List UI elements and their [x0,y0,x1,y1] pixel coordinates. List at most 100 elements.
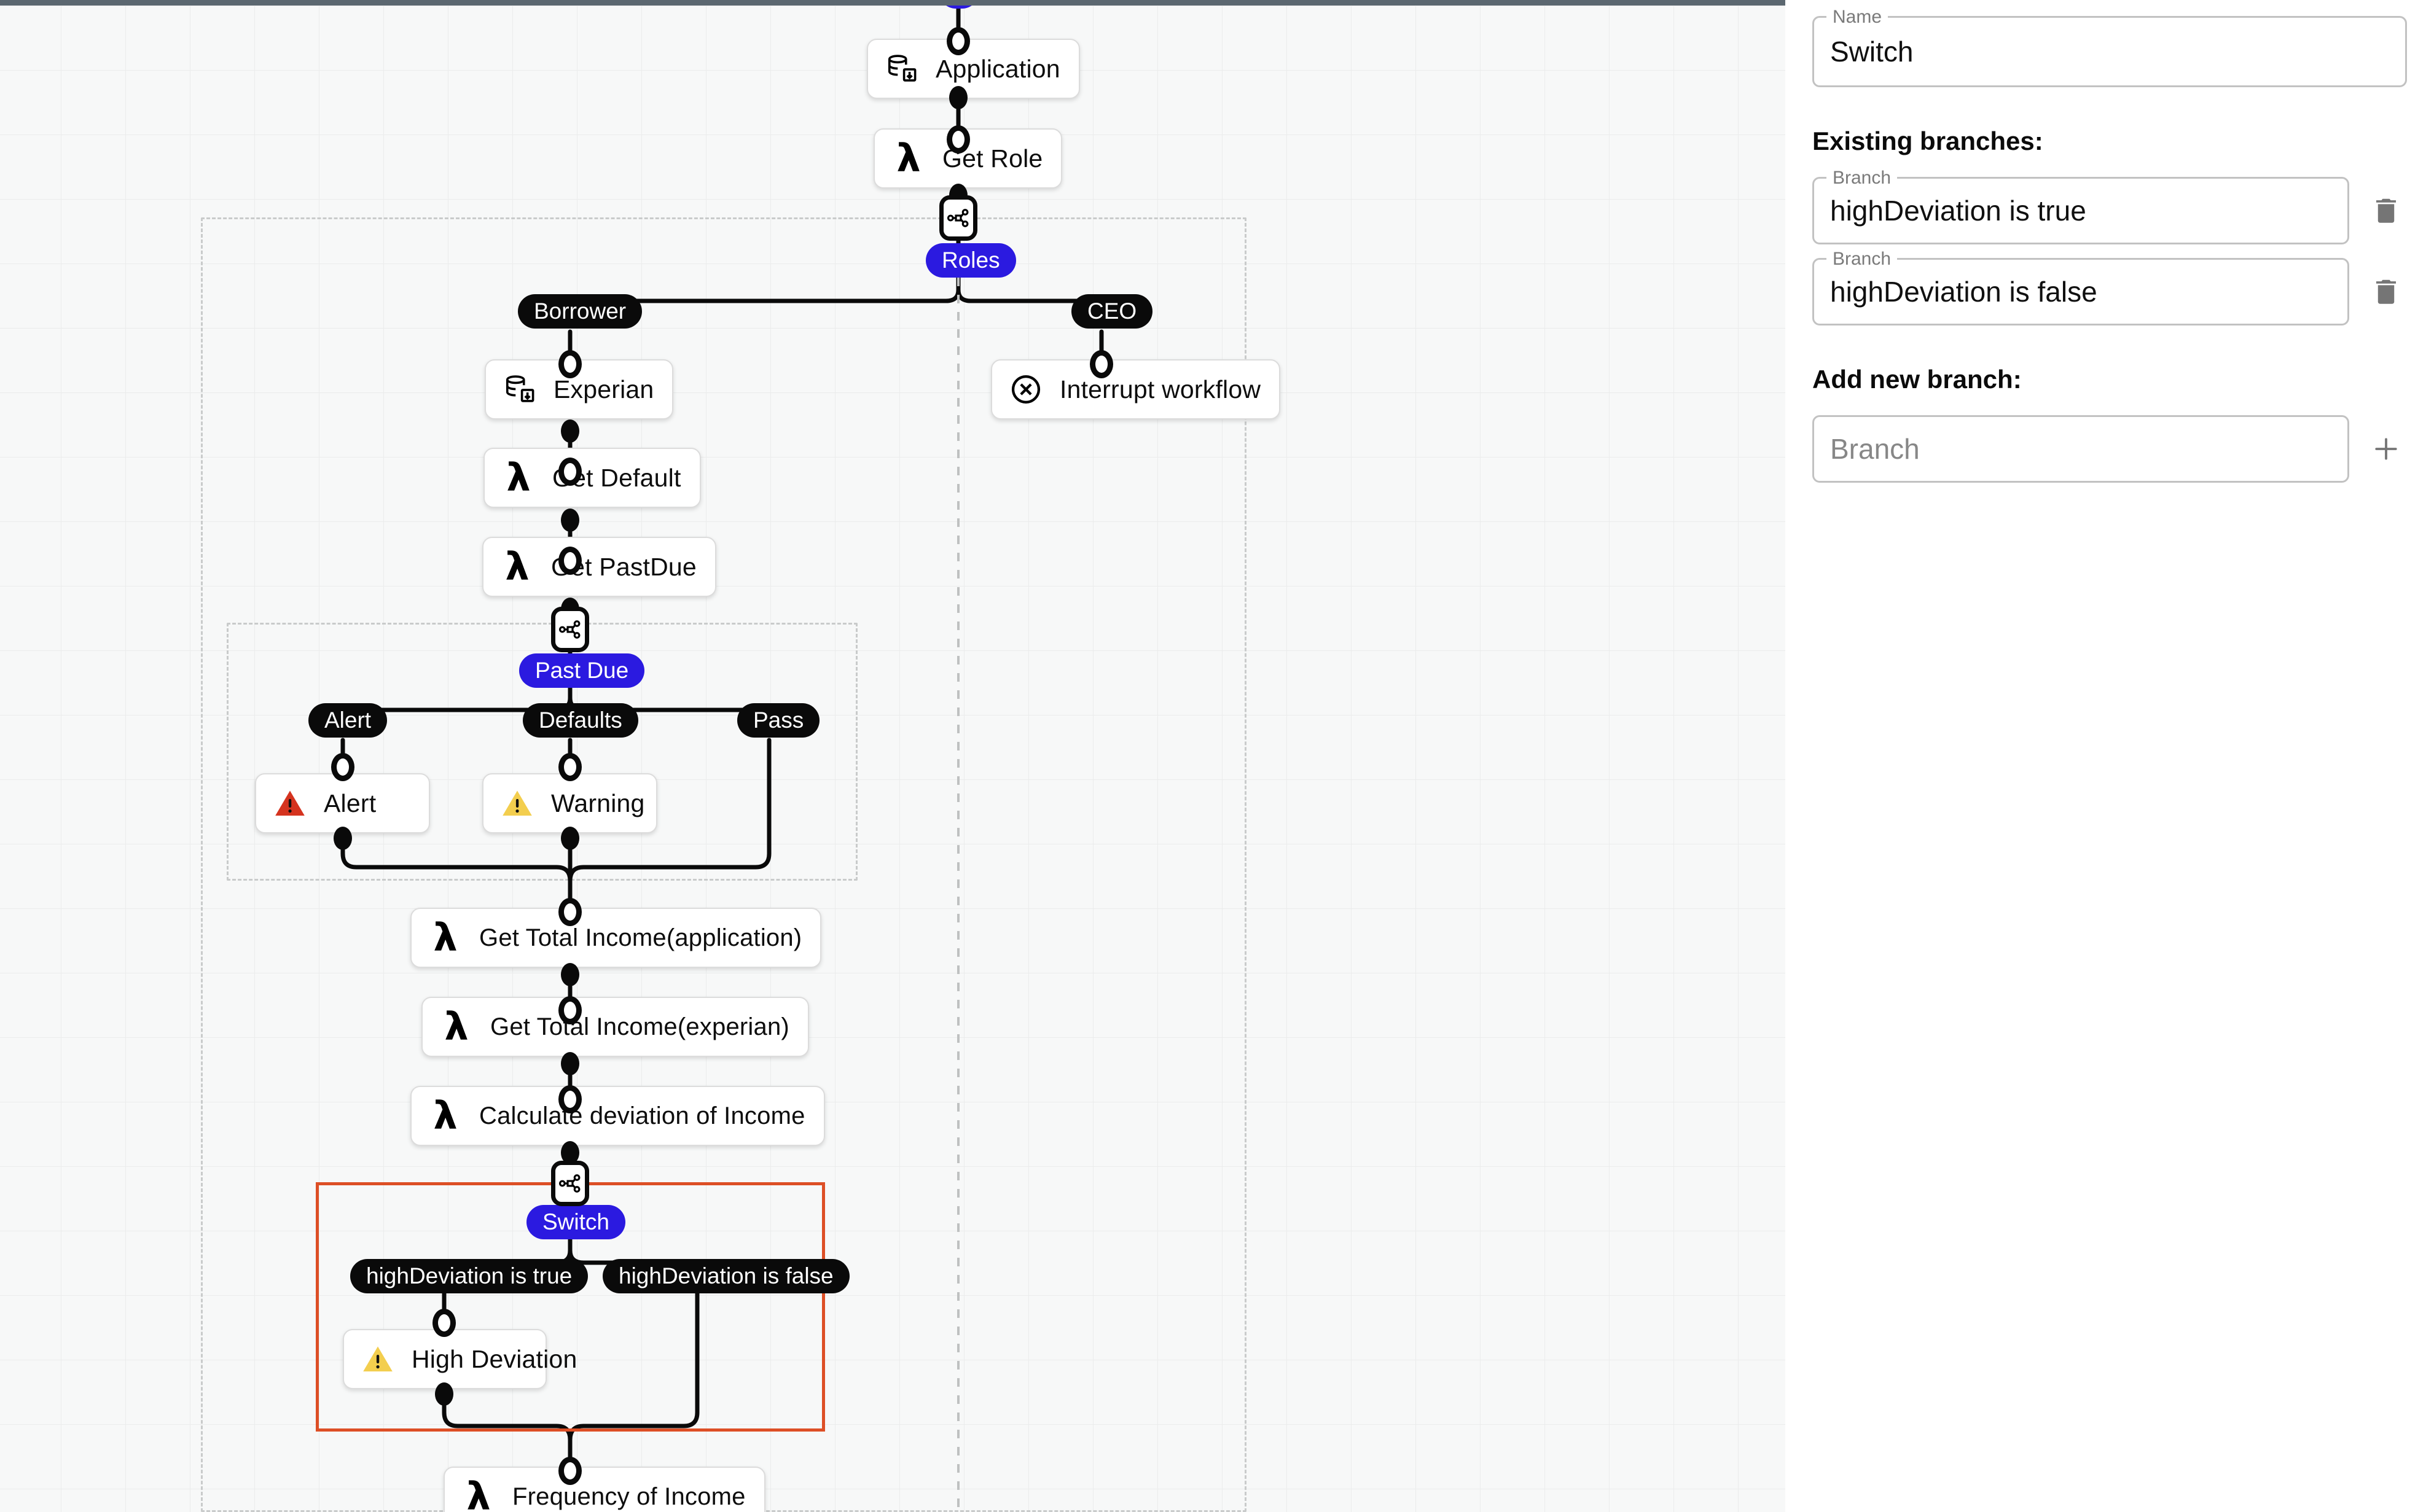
port-in-calc-deviation[interactable] [558,1085,582,1113]
existing-branches-heading: Existing branches: [1812,127,2043,155]
port-out-calc-deviation[interactable] [561,1141,579,1164]
node-label: Alert [324,789,377,817]
pill-label: highDeviation is false [619,1263,834,1288]
node-label: Get Total Income(application) [479,924,802,951]
node-interrupt-workflow[interactable]: Interrupt workflow [991,359,1281,419]
add-new-branch-heading: Add new branch: [1812,365,2022,394]
alert-triangle-icon [272,785,308,821]
lambda-icon: λ [444,1004,469,1049]
split-icon-switch[interactable] [551,1161,589,1206]
pill-label: Past Due [535,658,629,683]
workflow-canvas[interactable]: Application λ Get Role Roles Borrower CE [0,0,1785,1512]
lambda-icon: λ [466,1474,491,1512]
node-label: Warning [551,789,645,817]
node-get-role[interactable]: λ Get Role [874,128,1063,189]
port-in-warning[interactable] [558,753,582,781]
node-warning[interactable]: Warning [482,773,657,833]
port-in-alert[interactable] [331,753,354,781]
node-get-default[interactable]: λ Get Default [483,448,701,508]
database-import-icon [502,372,538,407]
node-label: Frequency of Income [512,1483,746,1510]
plus-icon[interactable] [2365,428,2407,470]
node-get-pastdue[interactable]: λ Get PastDue [482,537,716,597]
port-in-high-deviation[interactable] [432,1309,456,1337]
branch-pill-alert[interactable]: Alert [308,703,388,738]
port-in-get-default[interactable] [558,458,582,486]
node-frequency-of-income[interactable]: λ Frequency of Income [444,1467,765,1512]
branch-input-2[interactable]: Branch highDeviation is false [1812,250,2349,325]
branch-input-1[interactable]: Branch highDeviation is true [1812,169,2349,244]
node-calculate-deviation-of-income[interactable]: λ Calculate deviation of Income [410,1086,825,1146]
trash-icon[interactable] [2365,271,2407,313]
pill-label: Defaults [539,707,622,733]
branch-field-legend: Branch [1826,169,1898,187]
pill-switch[interactable]: Switch [526,1205,625,1239]
branch-pill-defaults[interactable]: Defaults [523,703,638,738]
port-out-application[interactable] [949,86,968,109]
lambda-icon: λ [433,1093,458,1138]
add-branch-placeholder: Branch [1830,433,1920,465]
pill-label: Pass [753,707,804,733]
branch-pill-pass[interactable]: Pass [737,703,820,738]
name-field-value: Switch [1830,36,1914,68]
edge-layer [340,0,1104,1512]
split-icon-pastdue[interactable] [551,607,589,652]
circle-x-icon [1008,372,1044,407]
pill-label: Borrower [534,298,627,324]
lambda-icon: λ [506,455,531,500]
canvas-top-bar [0,0,1785,6]
port-in-experian[interactable] [558,350,582,378]
node-label: Interrupt workflow [1060,375,1261,403]
pill-label: Alert [324,707,372,733]
node-label: High Deviation [412,1344,577,1373]
port-out-income-experian[interactable] [561,1052,579,1075]
name-field-legend: Name [1826,8,1888,26]
pill-label: CEO [1087,298,1137,324]
branch-pill-ceo[interactable]: CEO [1071,294,1153,329]
port-in-interrupt[interactable] [1090,350,1113,378]
node-label: Get Total Income(experian) [490,1013,789,1040]
port-in-income-application[interactable] [558,898,582,926]
pill-roles[interactable]: Roles [926,243,1016,278]
branch-row: Branch highDeviation is true [1812,169,2407,244]
node-get-total-income-application[interactable]: λ Get Total Income(application) [410,908,822,968]
name-field-wrapper: Name Switch [1812,8,2407,87]
branch-field-value: highDeviation is true [1830,195,2086,227]
pill-label: Switch [542,1209,609,1234]
node-get-total-income-experian[interactable]: λ Get Total Income(experian) [421,997,809,1057]
pill-label: highDeviation is true [366,1263,573,1288]
branch-pill-high-deviation-false[interactable]: highDeviation is false [603,1259,850,1293]
lambda-icon: λ [896,136,921,181]
pill-past-due[interactable]: Past Due [519,653,645,688]
add-branch-input[interactable]: Branch [1812,415,2349,483]
port-out-income-application[interactable] [561,963,579,986]
port-out-warning[interactable] [561,827,579,850]
branch-pill-borrower[interactable]: Borrower [518,294,643,329]
add-branch-row: Branch [1812,415,2407,483]
node-label: Application [936,54,1060,83]
port-out-alert[interactable] [334,827,352,850]
lambda-icon: λ [505,544,530,589]
branch-field-value: highDeviation is false [1830,276,2097,308]
branch-pill-high-deviation-true[interactable]: highDeviation is true [350,1259,589,1293]
node-label: Calculate deviation of Income [479,1102,805,1129]
port-in-get-pastdue[interactable] [558,547,582,575]
branch-field-legend: Branch [1826,250,1898,268]
port-in-income-experian[interactable] [558,996,582,1024]
port-out-experian[interactable] [561,419,579,443]
warning-triangle-icon [360,1341,396,1377]
port-in-frequency-of-income[interactable] [558,1457,582,1485]
pill-label: Roles [942,247,1000,273]
port-in-application[interactable] [947,27,970,55]
port-in-get-role[interactable] [947,125,970,154]
node-application[interactable]: Application [867,39,1080,99]
node-alert[interactable]: Alert [255,773,430,833]
port-out-get-default[interactable] [561,509,579,532]
branch-row: Branch highDeviation is false [1812,250,2407,325]
trash-icon[interactable] [2365,190,2407,232]
node-high-deviation[interactable]: High Deviation [343,1329,577,1389]
warning-triangle-icon [499,785,535,821]
port-out-high-deviation[interactable] [435,1382,453,1406]
name-input[interactable]: Name Switch [1812,8,2407,87]
split-icon-roles[interactable] [939,195,977,241]
